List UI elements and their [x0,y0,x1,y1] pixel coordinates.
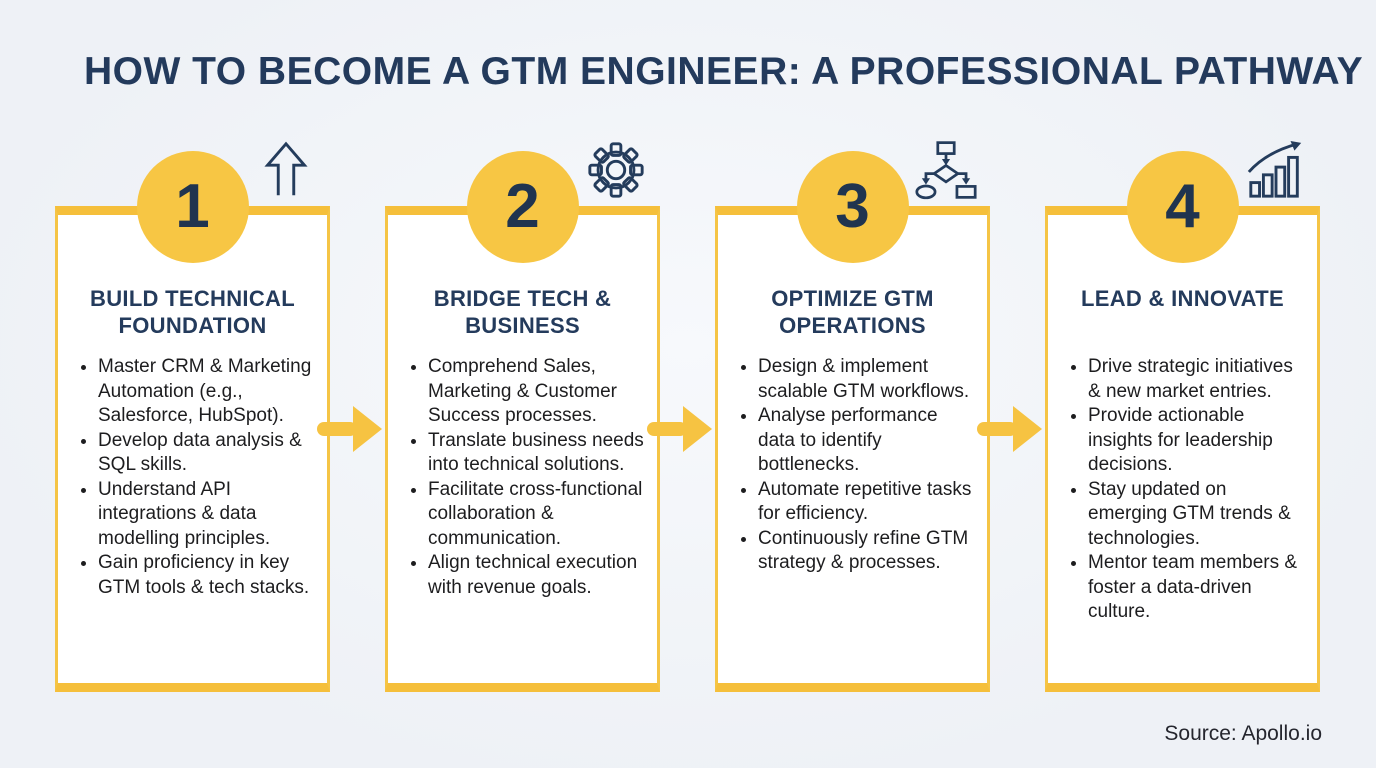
step-bullet: Provide actionable insights for leadersh… [1088,404,1309,478]
step-bullet: Master CRM & Marketing Automation (e.g.,… [98,355,319,429]
step-bullet: Gain proficiency in key GTM tools & tech… [98,551,319,600]
step-title: BUILD TECHNICAL FOUNDATION [90,286,295,338]
flowchart-icon [915,138,977,202]
source-credit: Source: Apollo.io [1164,722,1322,745]
step-title: BRIDGE TECH & BUSINESS [433,286,612,338]
step-bullet: Mentor team members & foster a data-driv… [1088,551,1309,625]
arrow-right-icon [976,401,1044,457]
arrow-right-icon [646,401,714,457]
step-bullet: Continuously refine GTM strategy & proce… [758,527,979,576]
arrow-right-icon [316,401,384,457]
step-title: OPTIMIZE GTM OPERATIONS [771,286,934,338]
step-title: LEAD & INNOVATE [1081,286,1284,311]
growth-chart-icon [1245,138,1307,202]
step-number-badge: 1 [136,151,249,263]
gear-icon [585,138,647,202]
step-bullet: Stay updated on emerging GTM trends & te… [1088,478,1309,552]
step-number-badge: 2 [466,151,579,263]
step-bullet: Align technical execution with revenue g… [428,551,649,600]
step-card-3: 3 OPTIMIZE GTM OPERATIONS Design & imple… [715,141,990,692]
step-number: 1 [175,172,210,241]
step-card-1: 1 BUILD TECHNICAL FOUNDATION Master CRM … [55,141,330,692]
page-title: HOW TO BECOME A GTM ENGINEER: A PROFESSI… [84,50,1364,93]
up-arrow-icon [255,138,317,202]
step-bullet: Translate business needs into technical … [428,429,649,478]
step-number: 2 [505,172,540,241]
step-number: 3 [835,172,870,241]
step-number: 4 [1165,172,1200,241]
step-card-2: 2 BRIDGE TECH & BUSINESS Compreh [385,142,660,692]
step-bullet: Analyse performance data to identify bot… [758,404,979,478]
step-bullet: Drive strategic initiatives & new market… [1088,355,1309,404]
step-bullet: Facilitate cross-functional collaboratio… [428,478,649,552]
step-bullet-list: Drive strategic initiatives & new market… [1048,355,1309,625]
step-bullet-list: Master CRM & Marketing Automation (e.g.,… [58,355,319,600]
step-bullet: Develop data analysis & SQL skills. [98,429,319,478]
step-bullet: Comprehend Sales, Marketing & Customer S… [428,355,649,429]
step-card-4: 4 LEAD & INNOVATE Drive strategic initia… [1045,140,1320,692]
step-bullet: Design & implement scalable GTM workflow… [758,355,979,404]
step-bullet-list: Comprehend Sales, Marketing & Customer S… [388,355,649,600]
step-bullet: Automate repetitive tasks for efficiency… [758,478,979,527]
step-number-badge: 4 [1126,151,1239,263]
step-bullet-list: Design & implement scalable GTM workflow… [718,355,979,576]
step-bullet: Understand API integrations & data model… [98,478,319,552]
step-number-badge: 3 [796,151,909,263]
